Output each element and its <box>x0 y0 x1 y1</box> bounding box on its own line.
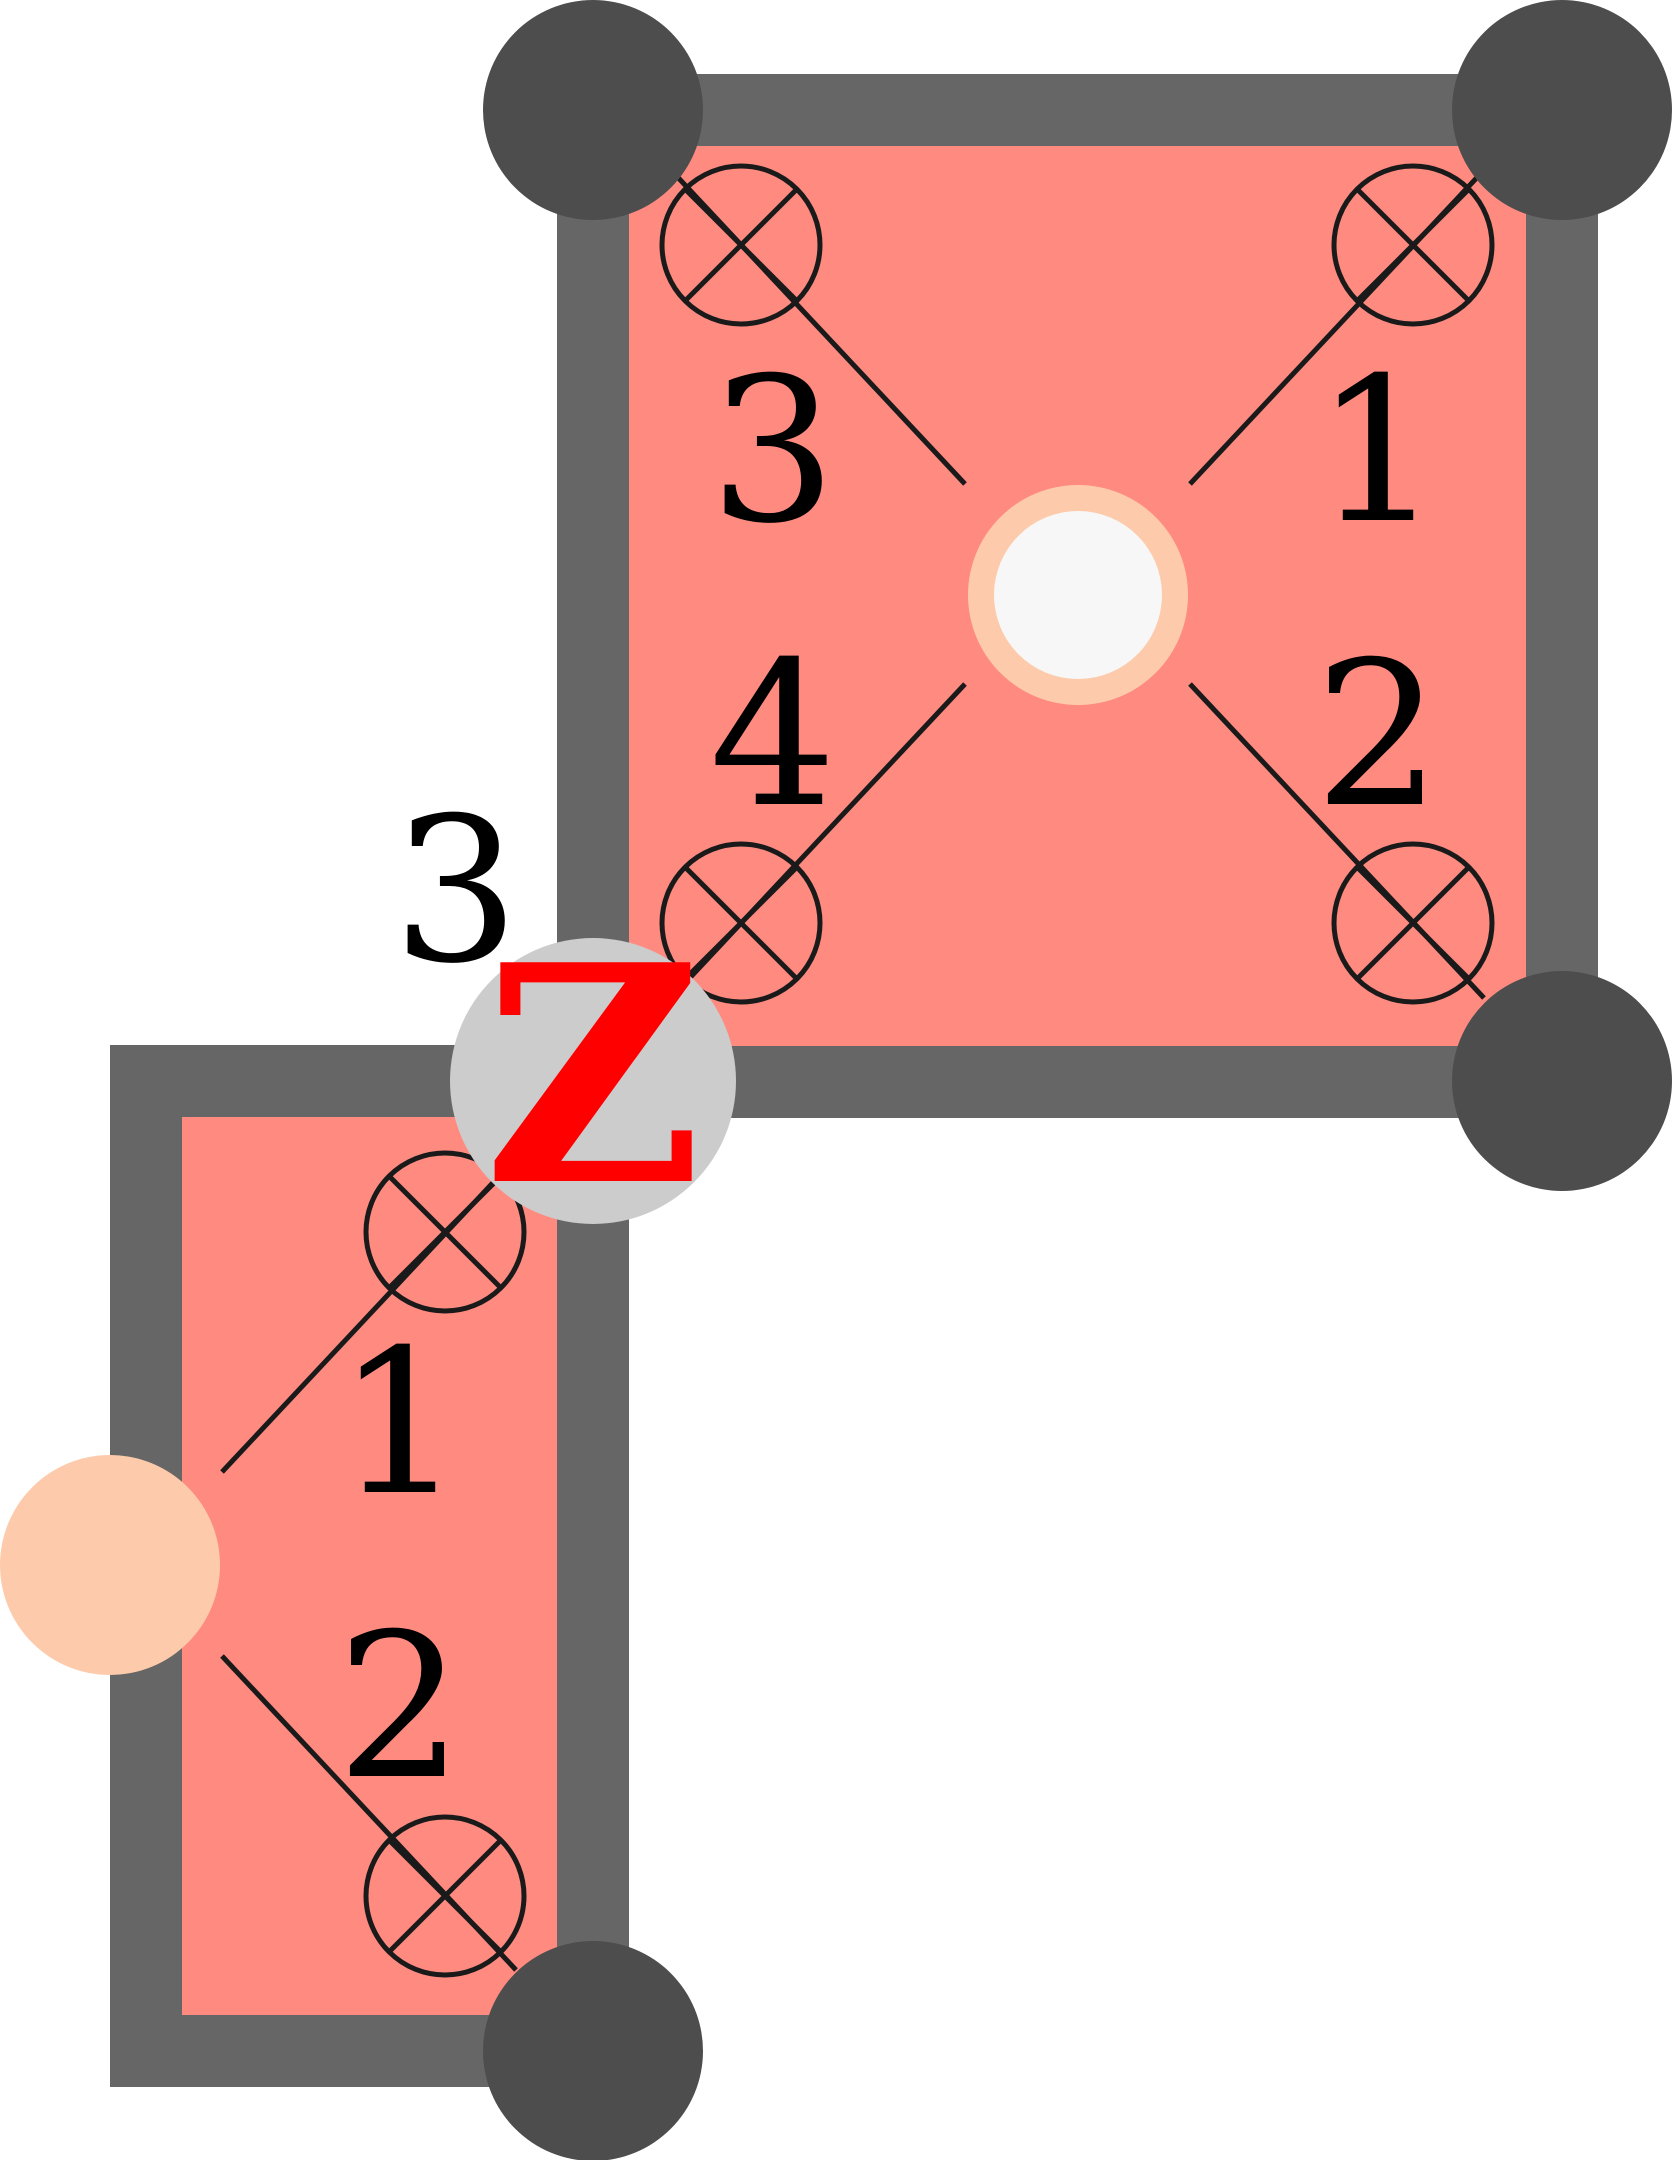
corner-qubit-top-left <box>483 0 703 220</box>
z-qubit-disc <box>450 938 736 1224</box>
upper-label-bottom-left: 4 <box>709 619 836 852</box>
upper-plaquette-face <box>557 74 1598 1118</box>
upper-label-top-left: 3 <box>709 335 836 568</box>
corner-qubit-bottom <box>483 1941 703 2160</box>
circled-cross-icon <box>659 841 823 1005</box>
lower-label-upper: 1 <box>336 1307 463 1540</box>
circled-cross-icon <box>659 163 823 327</box>
circled-cross-icon <box>1331 163 1495 327</box>
lower-plaquette <box>110 1045 629 2087</box>
order-labels: 3 1 4 2 3 1 2 <box>336 335 1441 1824</box>
z-order-label: 3 <box>392 775 519 1008</box>
z-qubit-label: Z <box>484 899 703 1252</box>
lower-ancilla-qubit <box>0 1455 220 1675</box>
lower-label-lower: 2 <box>336 1591 463 1824</box>
upper-label-bottom-right: 2 <box>1314 619 1441 852</box>
lower-plaquette-face <box>110 1045 629 2087</box>
corner-qubit-top-right <box>1452 0 1672 220</box>
circled-cross-icon <box>1331 841 1495 1005</box>
corner-qubit-bottom-right <box>1452 971 1672 1191</box>
measure-markers <box>363 163 1495 1978</box>
upper-ancilla-core <box>994 511 1162 679</box>
z-qubit: Z <box>450 899 736 1252</box>
circled-cross-icon <box>363 1150 527 1314</box>
corner-qubits <box>483 0 1672 2160</box>
upper-ancilla-qubit <box>968 485 1188 705</box>
upper-label-top-right: 1 <box>1314 335 1441 568</box>
upper-plaquette <box>557 74 1598 1118</box>
circled-cross-icon <box>363 1814 527 1978</box>
